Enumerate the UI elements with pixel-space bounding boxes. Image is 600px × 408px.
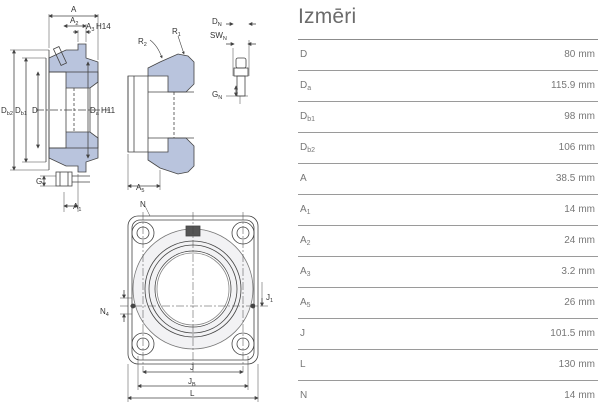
- dimension-symbol: Da: [300, 80, 312, 92]
- label-Da: Da: [90, 106, 100, 117]
- label-Db2: Db2: [1, 106, 13, 117]
- label-DN: DN: [212, 17, 222, 28]
- dimension-symbol: N: [300, 390, 308, 401]
- flange-section-upper: [48, 43, 99, 89]
- label-R1: R1: [172, 27, 181, 38]
- grease-nipple: [55, 171, 73, 187]
- dimension-symbol: J: [300, 328, 305, 339]
- side-view-labels: A A2 A3 H14 Db2 Db1 D Da H11 G A1: [1, 5, 116, 213]
- insert-section-view: [127, 35, 195, 190]
- label-A: A: [71, 5, 77, 14]
- label-L: L: [190, 389, 195, 398]
- label-G: G: [36, 177, 42, 186]
- label-N: N: [140, 200, 146, 209]
- flange-section-lower: [48, 131, 99, 173]
- label-GN: GN: [212, 90, 222, 101]
- dimension-symbol: L: [300, 359, 306, 370]
- label-D: D: [32, 106, 38, 115]
- label-J2: JB: [188, 377, 196, 388]
- label-A3: A3: [86, 22, 94, 33]
- dimension-symbol: A: [300, 173, 307, 184]
- dimensions-title: Izmēri: [298, 5, 357, 28]
- label-A2: A2: [70, 16, 78, 27]
- insert-view-labels: R2 R1 A5: [136, 27, 181, 194]
- front-view-labels: N N4 J1 J JB L: [100, 200, 273, 398]
- label-J: J: [190, 363, 194, 372]
- grease-nipple-detail: [226, 22, 256, 104]
- label-N4: N4: [100, 307, 109, 318]
- label-A1: A1: [73, 202, 81, 213]
- label-H14: H14: [96, 22, 111, 31]
- dimension-symbol: A3: [300, 266, 311, 278]
- label-Db1: Db1: [15, 106, 27, 117]
- nipple-labels: DN SWN GN: [210, 17, 227, 101]
- label-H11: H11: [101, 106, 116, 115]
- label-J1: J1: [266, 293, 273, 304]
- dimension-symbol: Db1: [300, 111, 316, 123]
- label-A5: A5: [136, 183, 144, 194]
- dimension-symbol: A2: [300, 235, 311, 247]
- label-R2: R2: [138, 37, 147, 48]
- dimension-symbol: A5: [300, 297, 311, 309]
- front-view: [120, 205, 268, 402]
- side-section-view: [10, 14, 110, 212]
- dimension-symbol: A1: [300, 204, 311, 216]
- dimension-symbol: D: [300, 49, 308, 60]
- label-SWN: SWN: [210, 31, 227, 42]
- dimension-symbol: Db2: [300, 142, 316, 154]
- technical-drawing: A A2 A3 H14 Db2 Db1 D Da H11 G A1 R2 R1 …: [1, 5, 273, 402]
